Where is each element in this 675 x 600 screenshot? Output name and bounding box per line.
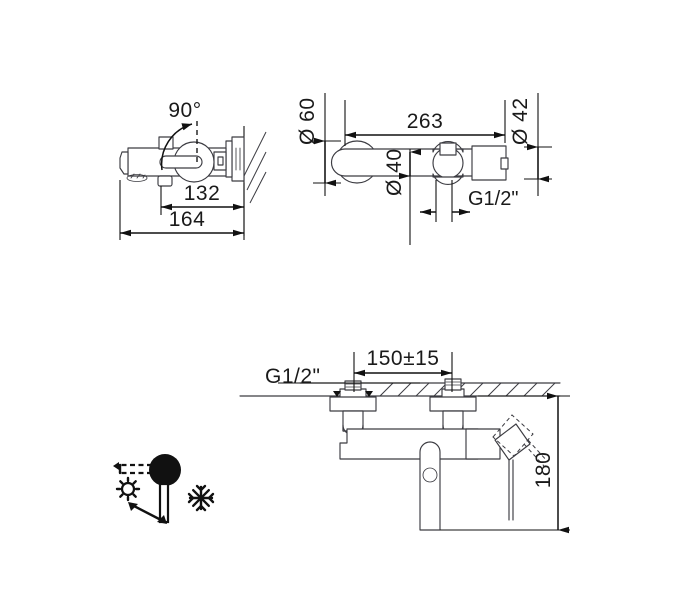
dim-d40: Ø 40 <box>383 148 421 245</box>
dim-132: 132 <box>160 182 245 215</box>
dim-132-label: 132 <box>184 182 221 205</box>
outlet-spout-front <box>419 441 441 531</box>
sun-icon <box>115 476 141 502</box>
angle-label: 90° <box>168 99 201 122</box>
dim-thread-top: G1/2" <box>420 180 518 222</box>
dim-164: 164 <box>119 180 245 240</box>
double-arrow-icon <box>128 502 167 524</box>
dim-180: 180 <box>440 392 570 534</box>
inlet-connector-right <box>429 378 477 436</box>
lever-handle-side <box>159 141 215 183</box>
top-view-group: Ø 60 263 Ø 42 Ø 40 <box>296 93 552 245</box>
dim-150: 150±15 <box>353 347 453 392</box>
dim-thread-front: G1/2" <box>265 365 420 388</box>
wall-section-hatching <box>379 382 556 397</box>
dim-d42-label: Ø 42 <box>509 97 532 145</box>
dim-d40-label: Ø 40 <box>383 148 406 196</box>
wall-flange <box>225 136 245 182</box>
dim-d60: Ø 60 <box>296 93 341 196</box>
front-view-group: 150±15 G1/2" 180 <box>239 347 570 534</box>
dim-d42: Ø 42 <box>509 93 552 196</box>
dim-d60-label: Ø 60 <box>296 97 319 145</box>
dim-164-label: 164 <box>169 208 206 231</box>
wall-hatching <box>243 126 267 236</box>
legend-icon-group <box>113 454 215 524</box>
valve-assembly-top <box>432 140 464 186</box>
mixer-body-front <box>339 428 501 460</box>
dim-150-label: 150±15 <box>367 347 440 370</box>
lever-handle-front <box>492 414 549 521</box>
handle-rotation-indicator <box>160 120 198 171</box>
dim-180-label: 180 <box>532 452 555 489</box>
side-view-group: 90° 132 164 <box>119 99 267 240</box>
dim-263: 263 <box>344 100 506 146</box>
inlet-block-top <box>471 145 509 181</box>
dim-263-label: 263 <box>407 110 444 133</box>
dashed-lift-arrow-icon <box>113 462 152 475</box>
thread-label-front: G1/2" <box>265 365 320 388</box>
thread-label-top: G1/2" <box>468 188 518 210</box>
lever-handle-icon <box>149 454 181 486</box>
snowflake-icon <box>187 484 215 512</box>
inlet-connector-left <box>329 380 377 436</box>
